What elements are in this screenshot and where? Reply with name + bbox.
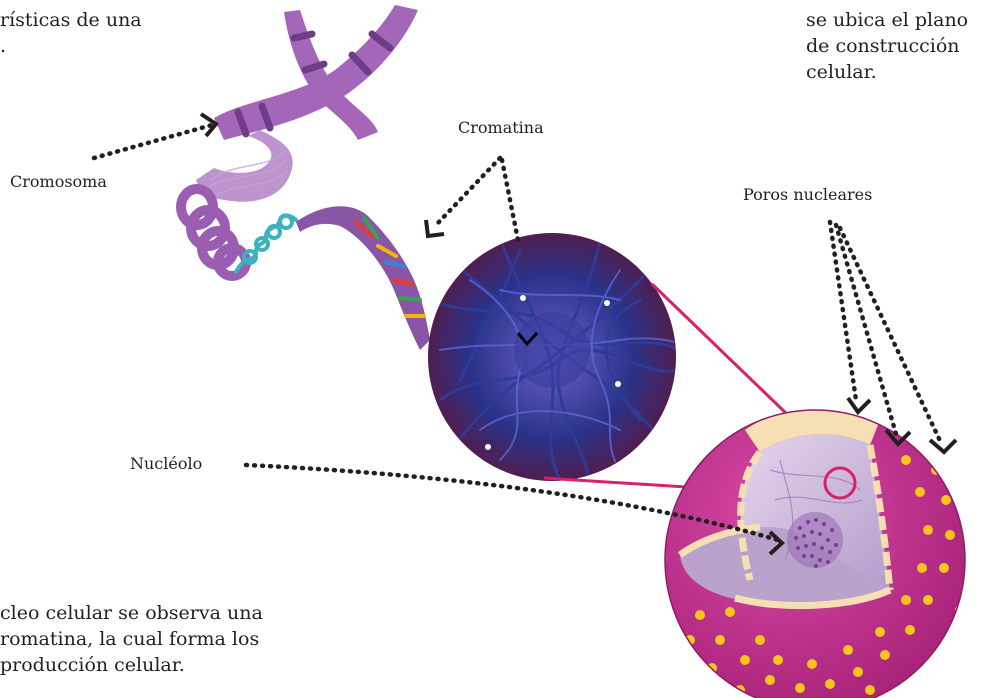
dna-helix (296, 206, 430, 350)
label-cromatina: Cromatina (458, 118, 544, 138)
bottom-text-line-1: cleo celular se observa una (0, 601, 263, 625)
nucleolus (787, 512, 843, 568)
right-text-line-1: se ubica el plano (806, 8, 968, 32)
cromosoma-pointer (94, 125, 212, 158)
chromatin-zoom (428, 233, 680, 481)
histone-beads (236, 215, 296, 272)
label-cromosoma: Cromosoma (10, 172, 107, 192)
right-text-line-3: celular. (806, 60, 877, 84)
bottom-text-line-3: producción celular. (0, 653, 185, 677)
label-nucleolo: Nucléolo (130, 454, 202, 474)
label-poros-nucleares: Poros nucleares (743, 185, 872, 205)
intro-text-line-1: rísticas de una (0, 8, 142, 32)
intro-text-line-2: . (0, 34, 6, 58)
cromatina-pointer-right (502, 160, 518, 240)
poros-pointer-3 (840, 228, 942, 445)
bottom-text-line-2: romatina, la cual forma los (0, 627, 259, 651)
nucleus-cutaway (665, 407, 965, 698)
chromosome (181, 5, 430, 350)
cromatina-pointer-left (437, 158, 500, 224)
chromatin-coil (181, 189, 246, 276)
right-text-line-2: de construcción (806, 34, 960, 58)
